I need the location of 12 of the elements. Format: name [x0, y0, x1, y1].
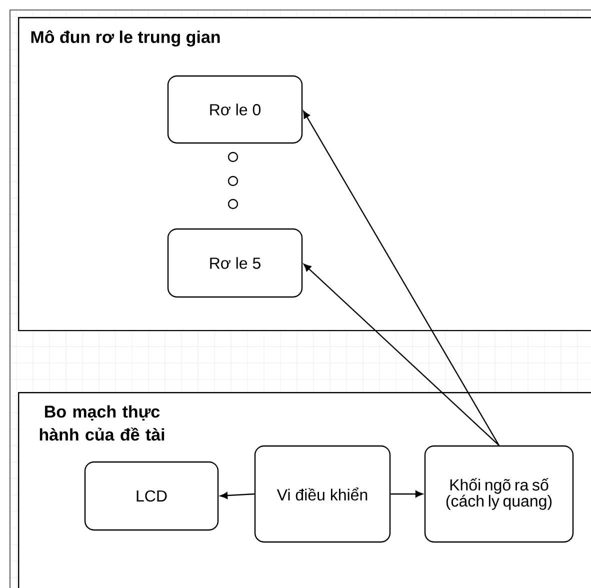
process-box: Khối ngõ ra số (cách ly quang): [424, 445, 574, 543]
arrow: [220, 492, 254, 499]
dot: [228, 198, 238, 210]
arrow: [303, 110, 500, 446]
process-box: Rơ le 0: [167, 75, 303, 144]
dot: [228, 152, 238, 162]
arrow: [390, 490, 423, 498]
process-box: Rơ le 5: [167, 228, 303, 298]
dot: [228, 176, 238, 186]
process-box: Vi điều khiển: [254, 445, 391, 543]
arrow: [304, 264, 500, 446]
process-box: LCD: [84, 461, 219, 531]
